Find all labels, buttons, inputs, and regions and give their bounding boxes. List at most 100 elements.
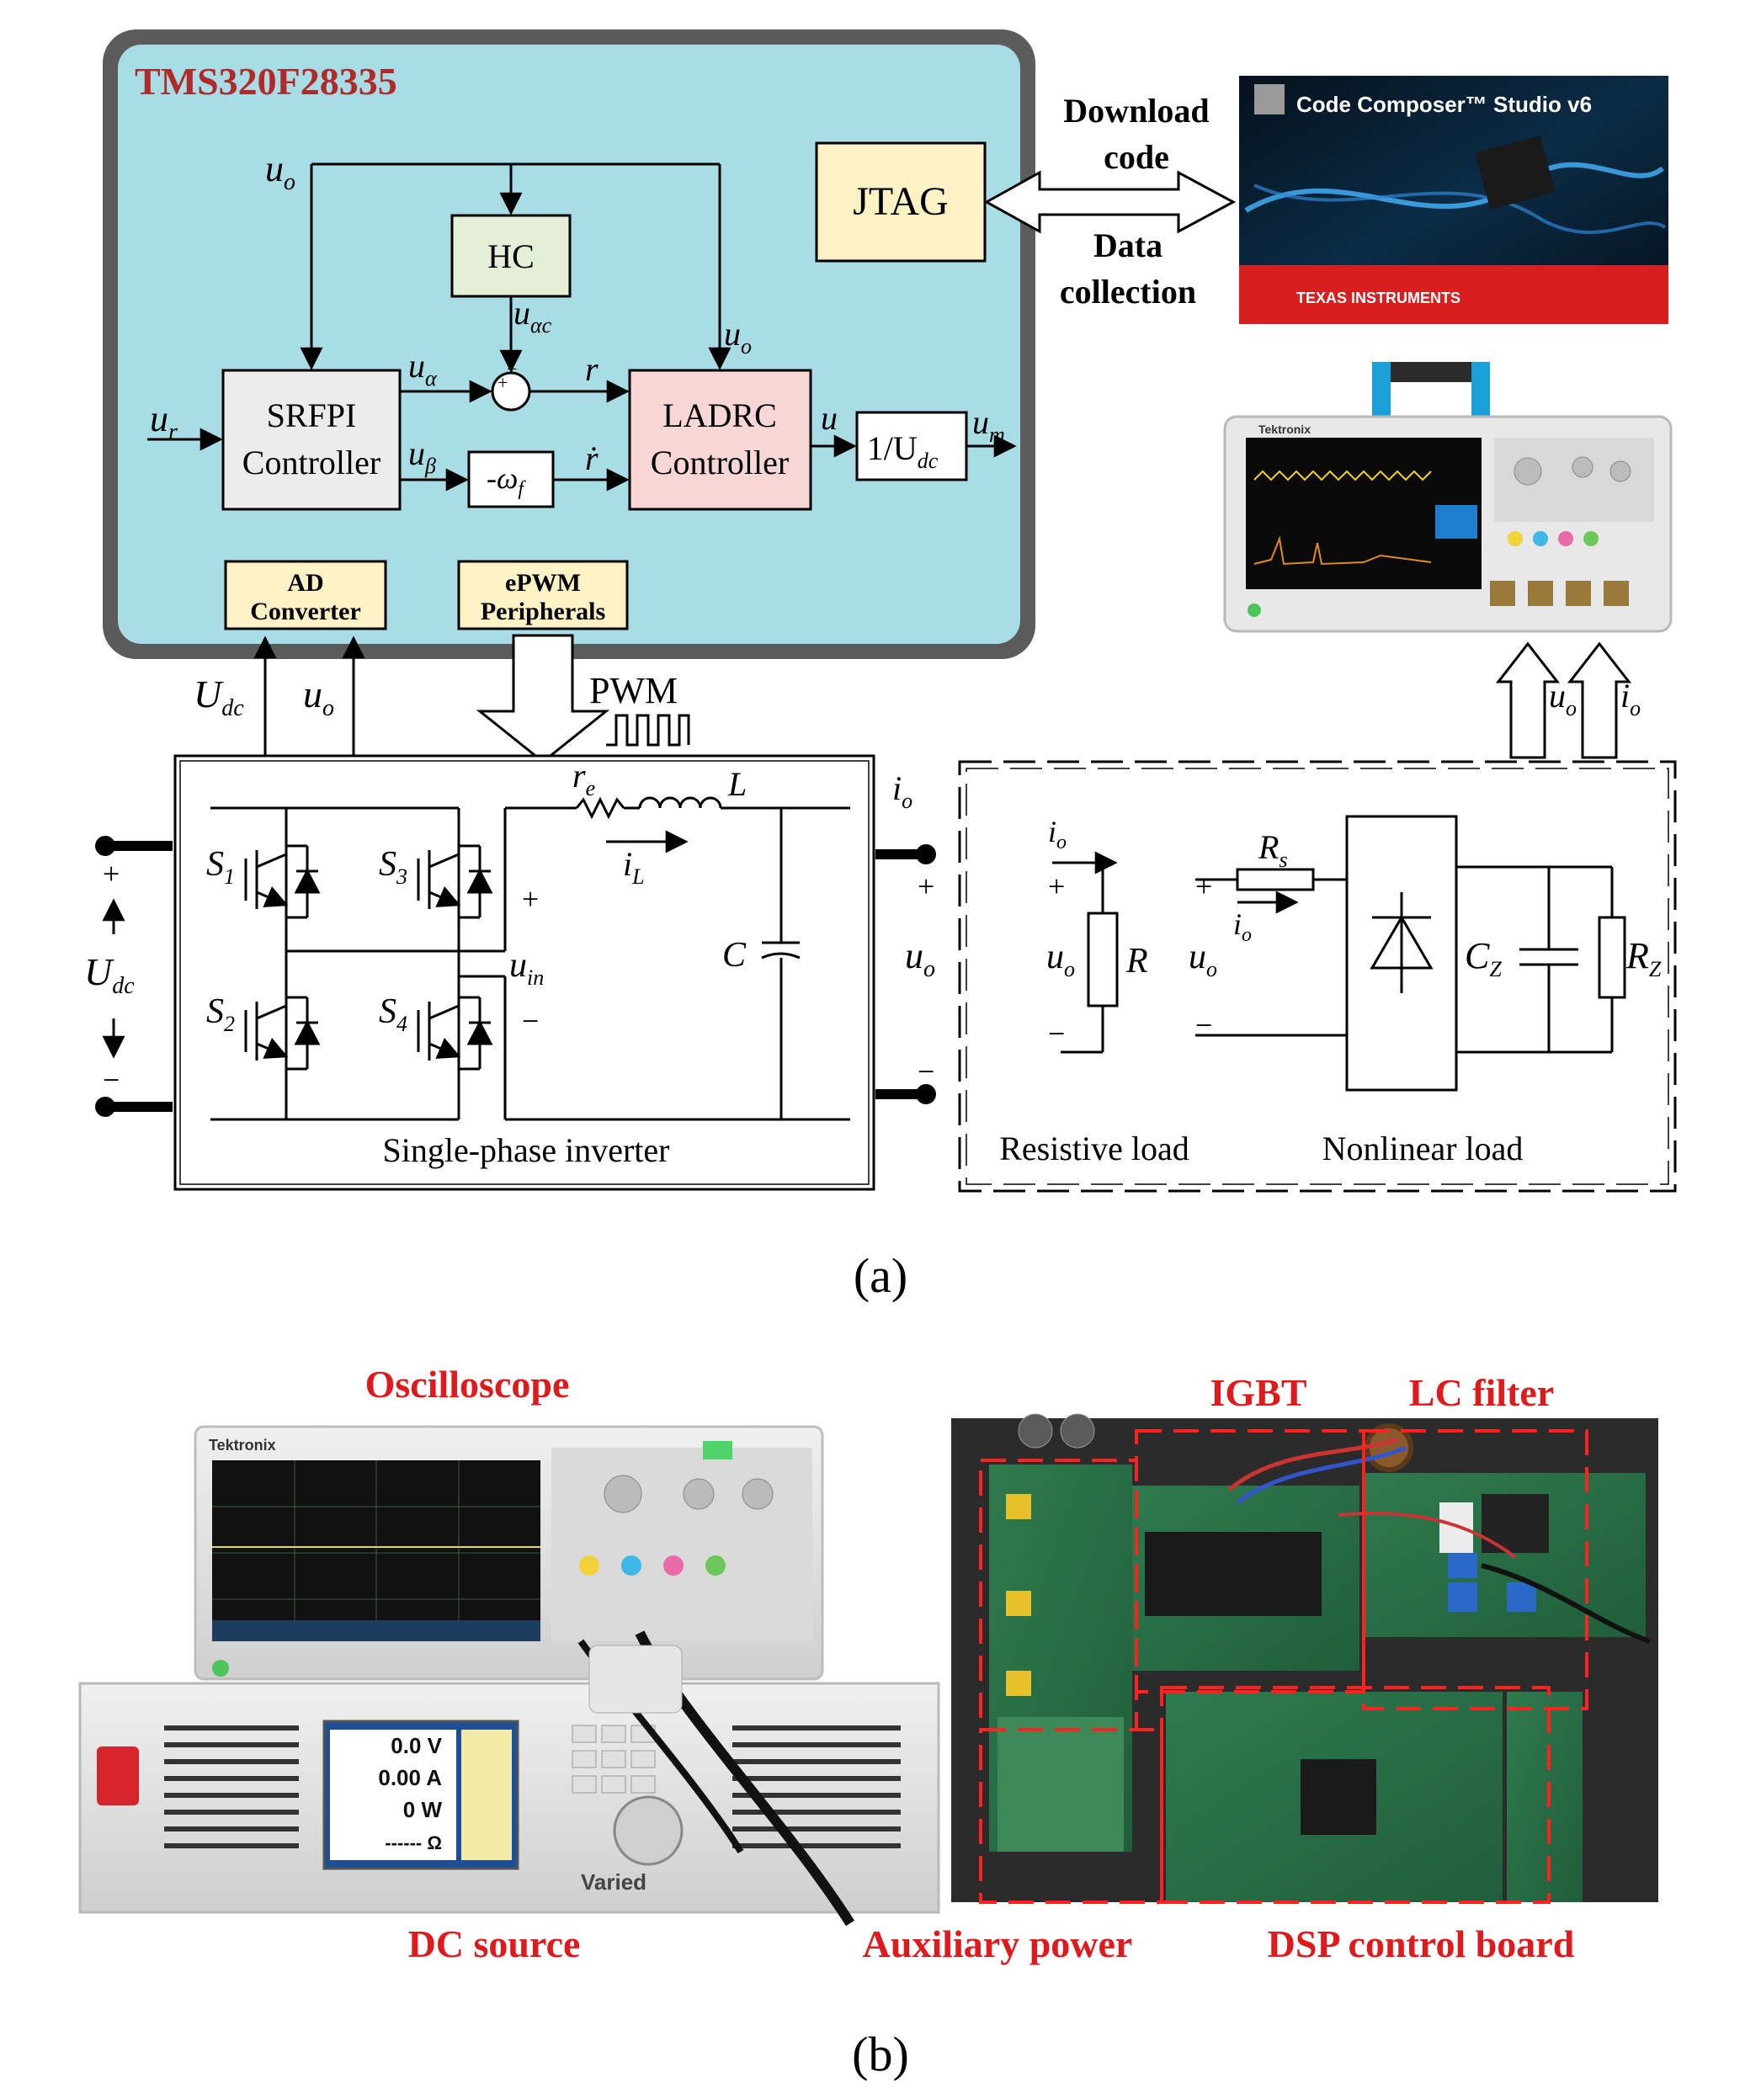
out-minus: −: [918, 1055, 934, 1088]
signal-uo-ladrc: uo: [724, 315, 752, 359]
label-oscilloscope: Oscilloscope: [365, 1363, 570, 1406]
label-dc-source: DC source: [408, 1922, 581, 1965]
io-measure-arrow: [1567, 641, 1632, 759]
out-plus: +: [918, 869, 934, 903]
resistive-caption: Resistive load: [999, 1130, 1189, 1167]
jtag-label: JTAG: [853, 179, 948, 224]
label-s4: S4: [379, 992, 407, 1036]
igbt-switch-s2: [244, 996, 321, 1071]
label-iL: iL: [623, 845, 645, 889]
psu-readout-voltage: 0.0 V: [391, 1733, 442, 1758]
bench-scope-brand: Tektronix: [209, 1437, 276, 1454]
pwm-arrow: [476, 634, 610, 763]
signal-u-alpha-c: uαc: [513, 294, 552, 338]
label-uin: uin: [509, 946, 544, 990]
label-igbt: IGBT: [1210, 1371, 1306, 1414]
srfpi-label-2: Controller: [242, 444, 380, 481]
scope-io-label: io: [1620, 677, 1641, 720]
data-label-2: collection: [1060, 273, 1196, 311]
signal-u: u: [821, 399, 838, 437]
srfpi-label-1: SRFPI: [267, 396, 357, 434]
psu-readout-current: 0.00 A: [378, 1765, 442, 1790]
epwm-block: [457, 560, 629, 630]
inverter-box: [173, 754, 875, 1191]
signal-udc-feedback: Udc: [194, 673, 244, 721]
label-uo-nonlinear: uo: [1189, 938, 1217, 981]
signal-r-dot: ṙ: [585, 439, 599, 477]
chip-body: [118, 45, 1020, 644]
uin-plus: +: [522, 882, 539, 916]
ccs-brand: TEXAS INSTRUMENTS: [1296, 290, 1460, 306]
omega-label: -ωf: [487, 461, 526, 500]
signal-um: um: [972, 403, 1005, 447]
label-s2: S2: [206, 992, 235, 1036]
chip-title: TMS320F28335: [135, 60, 397, 103]
label-lc-filter: LC filter: [1409, 1371, 1554, 1414]
igbt-switch-s3: [417, 844, 493, 919]
control-wiring: [147, 162, 1017, 492]
signal-ur: ur: [150, 398, 178, 445]
label-aux-power: Auxiliary power: [863, 1922, 1133, 1965]
data-label-1: Data: [1093, 226, 1162, 264]
psu-readout-resistance: ------ Ω: [385, 1832, 442, 1853]
label-re: re: [572, 757, 595, 800]
ad-converter-block: [224, 560, 387, 630]
resistive-load: [1052, 851, 1119, 1054]
feedback-wires: [253, 635, 365, 758]
psu-readout-power: 0 W: [403, 1797, 443, 1822]
nonlinear-minus: −: [1195, 1008, 1212, 1042]
signal-r: r: [585, 350, 599, 388]
label-Cz: CZ: [1465, 935, 1502, 981]
label-io-nonlinear: io: [1233, 907, 1252, 946]
uin-minus: −: [522, 1004, 539, 1038]
inverter-caption: Single-phase inverter: [383, 1131, 670, 1169]
label-io-out: io: [892, 769, 912, 813]
output-terminals: [875, 844, 936, 1104]
oscilloscope-image-small: Tektronix: [1223, 362, 1673, 633]
inverter-circuit: [210, 796, 850, 1121]
dc-terminals: [95, 836, 173, 1117]
label-s1: S1: [206, 845, 235, 889]
label-s3: S3: [379, 845, 407, 889]
ad-label-1: AD: [287, 569, 323, 597]
signal-u-beta: uβ: [408, 434, 436, 478]
resistive-plus: +: [1048, 869, 1065, 903]
ladrc-controller-block: [628, 369, 812, 511]
lc-filter-box: [1362, 1429, 1588, 1710]
udc-minus: −: [103, 1063, 120, 1097]
jtag-block: [815, 141, 987, 263]
nonlinear-caption: Nonlinear load: [1322, 1130, 1524, 1167]
hc-label: HC: [487, 237, 535, 275]
label-L: L: [727, 765, 747, 803]
hardware-photo: [951, 1413, 1658, 1904]
label-io-resistive: io: [1048, 815, 1067, 853]
sum-plus-left: +: [497, 372, 508, 393]
scope-uo-label: uo: [1549, 677, 1577, 720]
gain-label: 1/Udc: [867, 429, 939, 473]
ccs-title: Code Composer™ Studio v6: [1296, 92, 1592, 117]
scope-small-brand: Tektronix: [1258, 423, 1311, 436]
psu-brand: Varied: [581, 1869, 646, 1895]
ladrc-label-2: Controller: [651, 444, 789, 481]
resistive-minus: −: [1048, 1017, 1065, 1050]
label-Rs: Rs: [1258, 828, 1288, 872]
load-dashed-box: [958, 760, 1677, 1193]
panel-a-label: (a): [854, 1248, 907, 1303]
nonlinear-plus: +: [1195, 869, 1212, 903]
igbt-switch-s1: [244, 844, 321, 919]
ad-label-2: Converter: [250, 598, 361, 625]
download-label-1: Download: [1063, 92, 1209, 130]
hc-block: [450, 214, 572, 298]
bench-photo: Tektronix 0.0 V 0.00 A 0 W ------ Ω Vari…: [78, 1425, 940, 1927]
signal-u-alpha: uα: [408, 347, 438, 391]
igbt-switch-s4: [417, 996, 493, 1071]
nonlinear-load: [1195, 815, 1626, 1092]
pwm-label: PWM: [589, 670, 678, 711]
jtag-double-arrow: [983, 170, 1237, 234]
uo-measure-arrow: [1495, 641, 1561, 759]
udc-label: Udc: [84, 950, 135, 999]
label-C: C: [722, 936, 747, 975]
ladrc-label-1: LADRC: [662, 396, 777, 434]
label-uo-out: uo: [905, 935, 935, 982]
ccs-splash-image: Code Composer™ Studio v6 TEXAS INSTRUMEN…: [1239, 76, 1668, 324]
